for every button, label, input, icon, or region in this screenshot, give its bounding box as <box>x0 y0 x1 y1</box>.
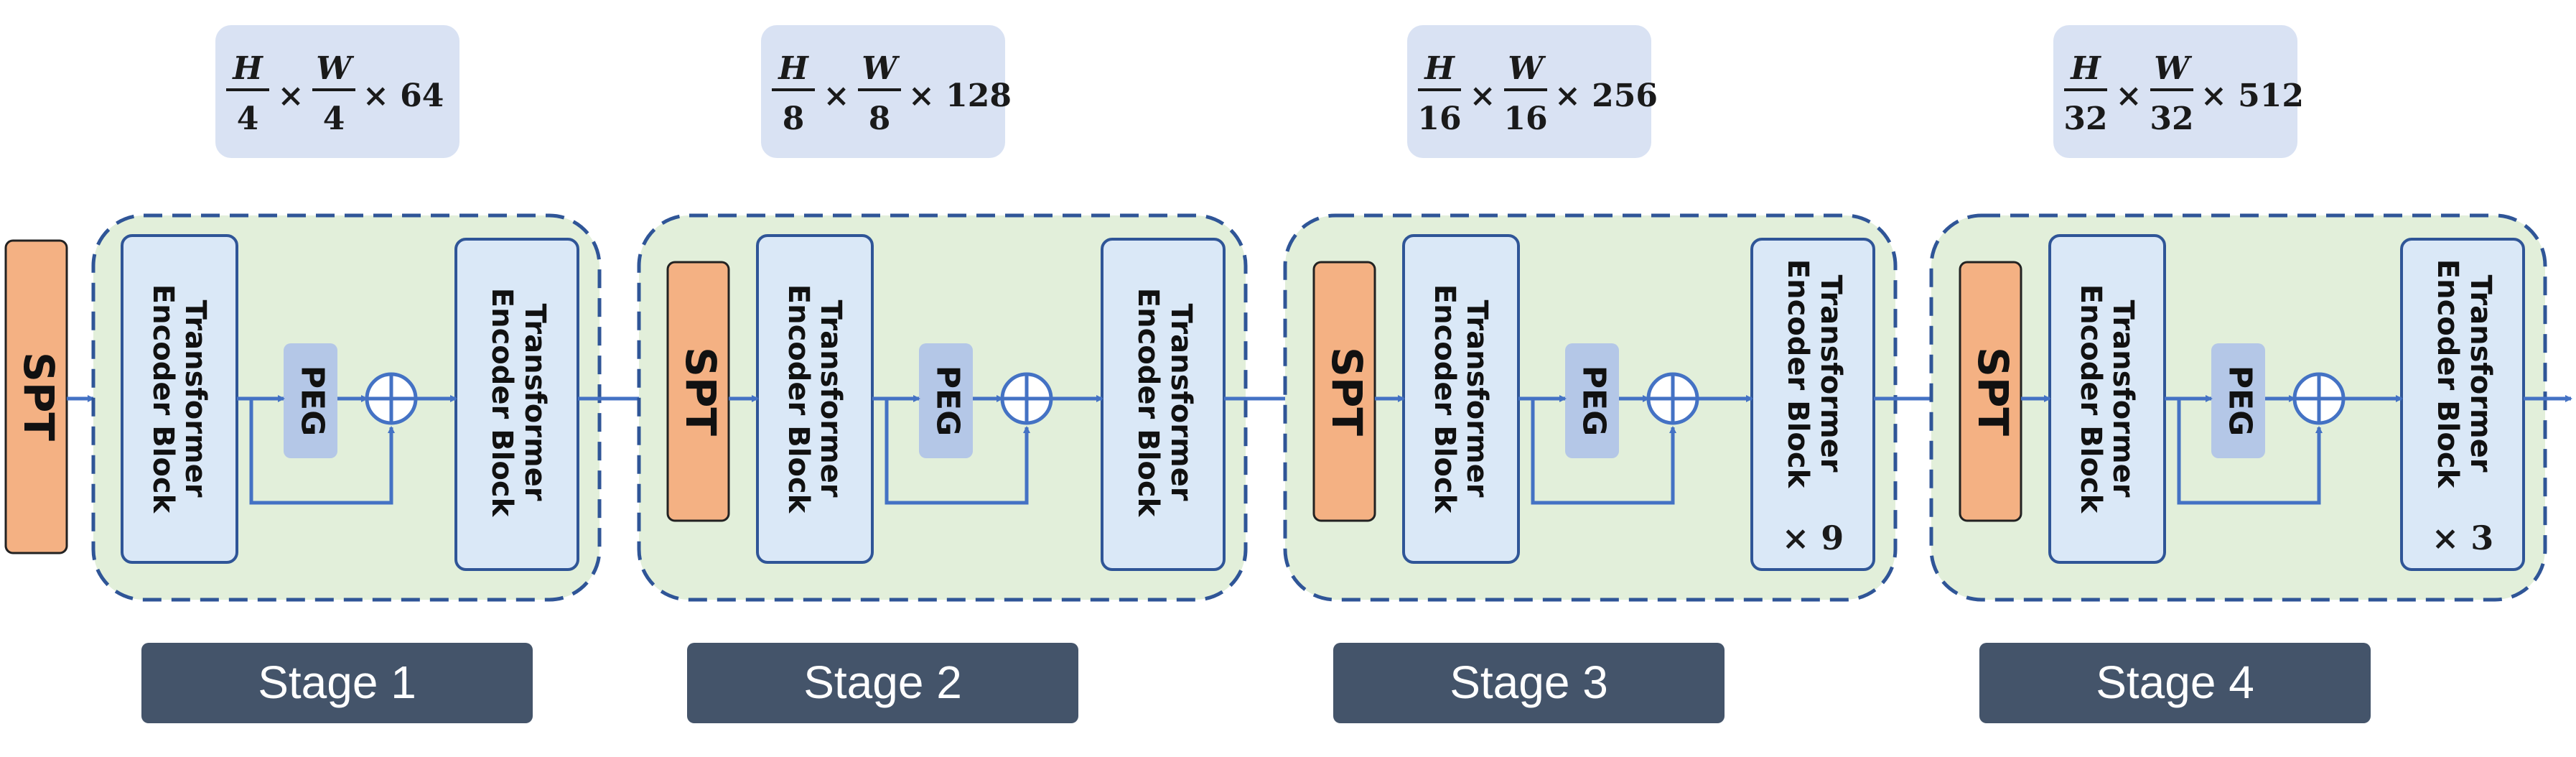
spt-label: SPT <box>1969 347 2017 436</box>
size-h: H <box>231 50 263 87</box>
times-sign: × <box>278 78 304 114</box>
encoder-label-line1: Transformer <box>1165 303 1198 501</box>
residual-arrow <box>1531 399 1676 505</box>
encoder-label-line2: Encoder Block <box>782 284 815 514</box>
spt-label: SPT <box>676 347 725 436</box>
peg-block <box>1565 343 1619 458</box>
encoder-label-line1: Transformer <box>814 299 847 497</box>
spt-label: SPT <box>1322 347 1371 436</box>
stage-label-box <box>141 643 533 723</box>
residual-arrow <box>885 399 1030 505</box>
residual-arrow <box>249 399 395 505</box>
size-w: W <box>2154 50 2193 87</box>
peg-label: PEG <box>294 366 331 436</box>
repeat-count: × 9 <box>1782 519 1844 557</box>
stage-label: Stage 3 <box>1450 656 1608 708</box>
encoder-label-line2: Encoder Block <box>1131 288 1165 518</box>
spt-block <box>666 261 730 522</box>
size-w: W <box>1508 50 1546 87</box>
times-sign: × <box>2116 78 2142 114</box>
repeat-count: × 3 <box>2432 519 2494 557</box>
size-channels: × 128 <box>908 78 1012 114</box>
encoder-label-line1: Transformer <box>179 299 212 497</box>
size-h: H <box>1423 50 1455 87</box>
encoder-label-line2: Encoder Block <box>2074 284 2107 514</box>
peg-block <box>2211 343 2265 458</box>
encoder-block <box>1101 238 1226 571</box>
size-w-den: 8 <box>869 101 891 137</box>
encoder-block <box>454 238 579 571</box>
encoder-label-line2: Encoder Block <box>1428 284 1461 514</box>
encoder-block <box>1750 238 1875 571</box>
size-h: H <box>777 50 809 87</box>
stage-label: Stage 1 <box>258 656 416 708</box>
encoder-label-line1: Transformer <box>518 303 551 501</box>
encoder-label-line2: Encoder Block <box>1781 259 1814 489</box>
size-w-den: 32 <box>2150 101 2193 137</box>
encoder-block <box>2400 238 2525 571</box>
size-h-den: 16 <box>1417 101 1461 137</box>
peg-block <box>919 343 973 458</box>
size-w: W <box>316 50 355 87</box>
times-sign: × <box>823 78 850 114</box>
size-h-den: 32 <box>2063 101 2107 137</box>
size-h-den: 4 <box>237 101 259 137</box>
times-sign: × <box>1470 78 1496 114</box>
residual-arrow <box>2177 399 2323 505</box>
encoder-label-line1: Transformer <box>2106 299 2139 497</box>
feature-size-box <box>761 25 1005 158</box>
encoder-label-line2: Encoder Block <box>485 288 518 518</box>
size-w-den: 4 <box>323 101 345 137</box>
size-h-den: 8 <box>783 101 805 137</box>
size-w: W <box>862 50 900 87</box>
stage-label: Stage 2 <box>803 656 962 708</box>
spt-block <box>1312 261 1376 522</box>
encoder-label-line2: Encoder Block <box>146 284 179 514</box>
encoder-label-line1: Transformer <box>2464 274 2497 472</box>
encoder-label-line1: Transformer <box>1460 299 1493 497</box>
encoder-label-line2: Encoder Block <box>2431 259 2464 489</box>
stage-label-box <box>687 643 1078 723</box>
spt-label: SPT <box>14 352 63 441</box>
size-channels: × 256 <box>1554 78 1658 114</box>
encoder-label-line1: Transformer <box>1814 274 1847 472</box>
peg-label: PEG <box>1576 366 1613 436</box>
stage-label-box <box>1979 643 2371 723</box>
stage-label: Stage 4 <box>2096 656 2254 708</box>
peg-block <box>284 343 337 458</box>
feature-size-box <box>2053 25 2297 158</box>
spt-block <box>1959 261 2022 522</box>
size-channels: × 64 <box>363 78 444 114</box>
peg-label: PEG <box>930 366 966 436</box>
size-w-den: 16 <box>1503 101 1547 137</box>
feature-size-box <box>215 25 459 158</box>
peg-label: PEG <box>2222 366 2259 436</box>
stage-label-box <box>1333 643 1725 723</box>
feature-size-box <box>1407 25 1651 158</box>
size-channels: × 512 <box>2201 78 2304 114</box>
size-h: H <box>2069 50 2101 87</box>
